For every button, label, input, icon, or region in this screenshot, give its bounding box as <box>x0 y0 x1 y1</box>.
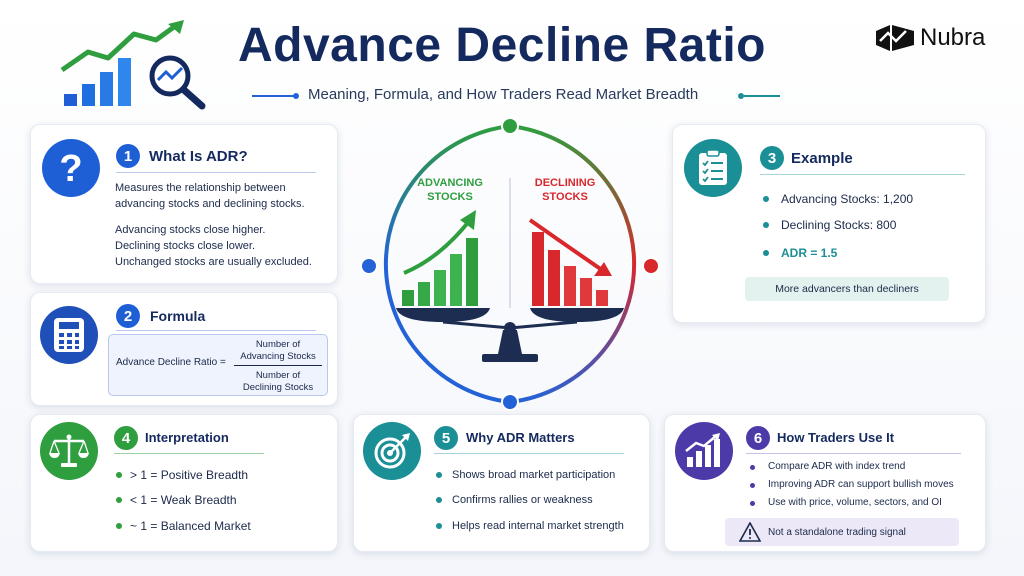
card4-item: < 1 = Weak Breadth <box>130 493 237 507</box>
card5-bullet <box>436 497 442 503</box>
balance-scale-icon <box>396 178 624 362</box>
card3-bullet <box>763 196 769 202</box>
card6-bullet <box>750 465 755 470</box>
card3-bullet <box>763 222 769 228</box>
calculator-icon <box>40 306 98 364</box>
card6-underline <box>746 453 961 454</box>
card5-item: Shows broad market participation <box>452 469 616 481</box>
subtitle-left-line <box>252 95 296 97</box>
svg-text:?: ? <box>59 148 82 190</box>
card3-note: More advancers than decliners <box>745 277 949 301</box>
card6-item: Use with price, volume, sectors, and OI <box>768 497 942 508</box>
card1-line: advancing stocks and declining stocks. <box>115 198 305 210</box>
card4-bullet <box>116 472 122 478</box>
brand-logo: Nubra <box>876 24 985 52</box>
card4-item: ~ 1 = Balanced Market <box>130 519 251 533</box>
card1-line: Unchanged stocks are usually excluded. <box>115 256 312 268</box>
nubra-logo-icon <box>876 25 914 51</box>
bar-chart-up-icon <box>675 422 733 480</box>
clipboard-checklist-icon <box>684 139 742 197</box>
card6-number: 6 <box>746 426 770 450</box>
card3-item: Advancing Stocks: 1,200 <box>781 192 914 206</box>
card1-underline <box>116 172 316 173</box>
target-icon <box>363 422 421 480</box>
card6-item: Compare ADR with index trend <box>768 461 906 472</box>
scales-icon <box>40 422 98 480</box>
question-icon: ? <box>42 139 100 197</box>
card4-item: > 1 = Positive Breadth <box>130 468 249 482</box>
card4-underline <box>114 453 264 454</box>
card3-bullet <box>763 250 769 256</box>
card1-number: 1 <box>116 144 140 168</box>
card1-line: Advancing stocks close higher. <box>115 224 266 236</box>
page-title: Advance Decline Ratio <box>238 19 766 72</box>
subtitle-left-dot <box>293 93 299 99</box>
card1-line: Measures the relationship between <box>115 182 286 194</box>
card6-item: Improving ADR can support bullish moves <box>768 479 954 490</box>
card5-number: 5 <box>434 426 458 450</box>
card3-heading: Example <box>791 150 853 167</box>
card5-item: Confirms rallies or weakness <box>452 494 593 506</box>
card6-warning: Not a standalone trading signal <box>725 518 959 546</box>
card5-item: Helps read internal market strength <box>452 520 624 532</box>
card2-heading: Formula <box>150 308 206 324</box>
card5-bullet <box>436 472 442 478</box>
brand-name: Nubra <box>920 24 986 51</box>
center-ring <box>360 118 660 411</box>
formula-label: Advance Decline Ratio = <box>116 357 226 368</box>
formula-fraction-bar <box>234 365 322 366</box>
card2-number: 2 <box>116 304 140 328</box>
card4-bullet <box>116 523 122 529</box>
card1-heading: What Is ADR? <box>149 148 248 165</box>
warning-triangle-icon <box>739 522 761 542</box>
card4-number: 4 <box>114 426 138 450</box>
subtitle-right-line <box>744 95 780 97</box>
card5-bullet <box>436 523 442 529</box>
card3-item-result: ADR = 1.5 <box>781 246 838 260</box>
card5-heading: Why ADR Matters <box>466 430 575 445</box>
card6-bullet <box>750 501 755 506</box>
card1-line: Declining stocks close lower. <box>115 240 256 252</box>
card6-bullet <box>750 483 755 488</box>
card4-heading: Interpretation <box>145 430 229 445</box>
card6-heading: How Traders Use It <box>777 430 895 445</box>
subtitle-right-dot <box>738 93 744 99</box>
card4-bullet <box>116 497 122 503</box>
card3-number: 3 <box>760 146 784 170</box>
header-logo-illustration <box>58 18 213 113</box>
page-subtitle: Meaning, Formula, and How Traders Read M… <box>308 86 699 103</box>
card5-underline <box>434 453 624 454</box>
card3-item: Declining Stocks: 800 <box>781 218 897 232</box>
card2-underline <box>116 330 316 331</box>
card3-underline <box>760 174 965 175</box>
